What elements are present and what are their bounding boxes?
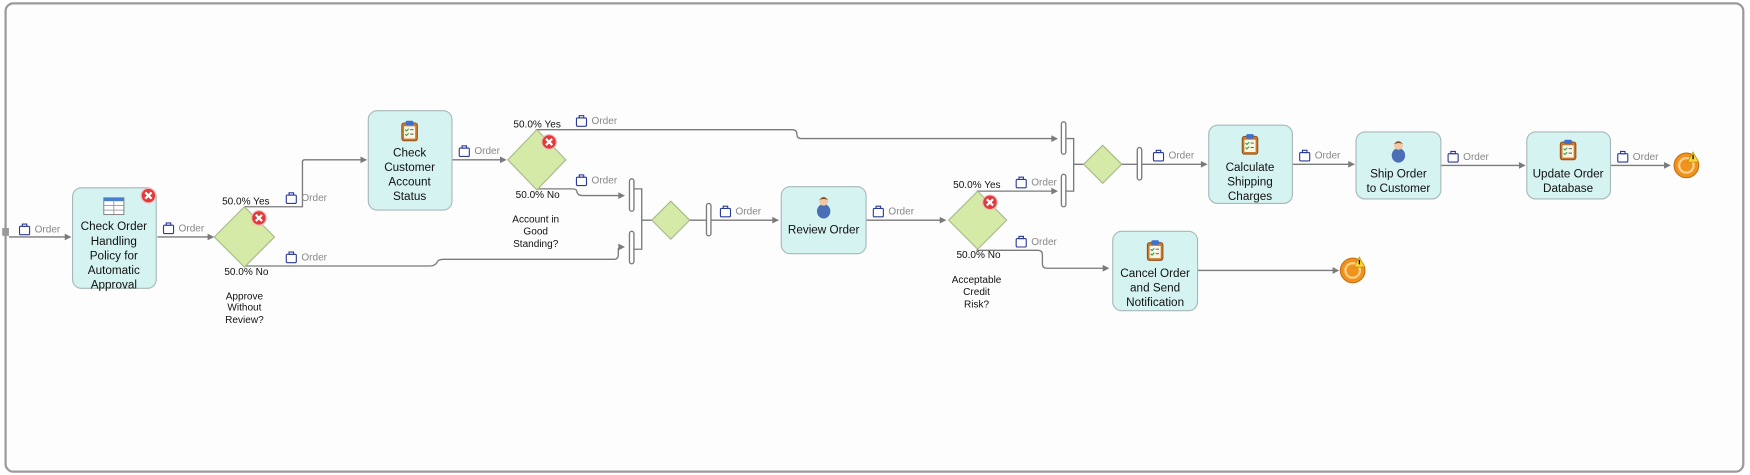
decision-question: Acceptable <box>952 275 1002 286</box>
error-badge-icon[interactable] <box>540 133 558 151</box>
data-object-label: Order <box>35 224 61 235</box>
task-label: Calculate <box>1226 161 1275 174</box>
task-label: Cancel Order <box>1120 267 1190 280</box>
data-object[interactable]: Order <box>575 174 618 186</box>
flow-g1-yes[interactable] <box>244 159 363 208</box>
data-object-label: Order <box>301 252 327 263</box>
no-probability-label: 50.0% No <box>956 250 1001 261</box>
task-check-order-policy[interactable]: Check Order Handling Policy for Automati… <box>71 187 157 292</box>
sequence-flows <box>8 128 1671 274</box>
decision-acceptable-credit-risk[interactable]: 50.0% Yes 50.0% No Acceptable Credit Ris… <box>947 180 1008 311</box>
data-object-label: Order <box>1169 151 1195 162</box>
data-object-label: Order <box>592 175 618 186</box>
data-object-label: Order <box>1031 237 1057 248</box>
data-object[interactable]: Order <box>719 205 762 218</box>
task-update-order-database[interactable]: Update Order Database <box>1526 131 1612 200</box>
task-label: Check Order <box>81 220 147 233</box>
yes-probability-label: 50.0% Yes <box>953 180 1000 191</box>
table-icon <box>103 197 125 216</box>
task-label: to Customer <box>1367 182 1431 195</box>
decision-question: Account in <box>512 214 559 225</box>
decision-question: Risk? <box>964 299 990 310</box>
task-review-order[interactable]: Review Order <box>780 186 867 255</box>
error-badge-icon[interactable] <box>981 193 999 211</box>
clipboard-checklist-icon <box>1241 133 1259 155</box>
decision-question: Credit <box>963 287 990 298</box>
decision-approve-without-review[interactable]: 50.0% Yes 50.0% No Approve Without Revie… <box>213 197 276 326</box>
clipboard-checklist-icon <box>401 120 418 142</box>
clipboard-checklist-icon <box>1559 139 1577 161</box>
data-object[interactable]: Order <box>1015 176 1058 189</box>
data-object-label: Order <box>1633 152 1659 163</box>
flow-g1-no[interactable] <box>244 248 619 267</box>
task-label: Policy for <box>90 249 138 262</box>
data-object-label: Order <box>301 193 327 204</box>
task-calculate-shipping[interactable]: Calculate Shipping Charges <box>1208 124 1293 204</box>
data-object[interactable]: Order <box>575 115 618 127</box>
data-object[interactable]: Order <box>285 251 328 263</box>
decision-question: Review? <box>225 315 264 326</box>
task-ship-order[interactable]: Ship Order to Customer <box>1355 131 1442 200</box>
task-label: Database <box>1543 182 1593 195</box>
data-object-label: Order <box>1315 151 1341 162</box>
data-object-label: Order <box>592 116 618 127</box>
merge-review-path[interactable] <box>628 178 712 265</box>
clipboard-checklist-icon <box>1146 239 1164 261</box>
data-object[interactable]: Order <box>1617 150 1659 163</box>
task-label: Approval <box>91 278 137 291</box>
flow-g3-no[interactable] <box>976 249 1105 269</box>
task-label: Account <box>388 176 431 189</box>
yes-probability-label: 50.0% Yes <box>222 197 269 208</box>
data-object[interactable]: Order <box>18 223 61 235</box>
data-object[interactable]: Order <box>1152 149 1195 162</box>
task-cancel-order[interactable]: Cancel Order and Send Notification <box>1112 230 1199 312</box>
error-badge-icon[interactable] <box>140 187 157 204</box>
task-label: Handling <box>91 235 137 248</box>
data-object-label: Order <box>1031 178 1057 189</box>
task-label: Notification <box>1126 296 1184 309</box>
task-label: Shipping <box>1227 176 1273 189</box>
data-associations: Order Order Order Order Order Order Orde… <box>18 115 1659 263</box>
decision-question: Standing? <box>513 239 559 250</box>
task-label: Update Order <box>1533 168 1604 181</box>
data-object[interactable]: Order <box>162 222 205 234</box>
task-label: Status <box>393 190 426 203</box>
data-object[interactable]: Order <box>872 205 915 218</box>
data-object-label: Order <box>888 207 914 218</box>
task-label: Automatic <box>88 264 140 277</box>
data-object-label: Order <box>179 223 205 234</box>
task-label: Ship Order <box>1370 168 1427 181</box>
start-marker[interactable] <box>2 228 9 236</box>
no-probability-label: 50.0% No <box>224 267 269 278</box>
task-label: and Send <box>1130 282 1180 295</box>
flow-g2-yes[interactable] <box>535 128 1054 140</box>
flow-g2-no[interactable] <box>535 188 621 197</box>
task-label: Charges <box>1228 190 1272 203</box>
task-label: Check <box>393 146 426 159</box>
data-object-label: Order <box>735 207 761 218</box>
yes-probability-label: 50.0% Yes <box>513 119 560 130</box>
data-object-label: Order <box>474 146 500 157</box>
merge-approved-path[interactable] <box>1060 121 1143 208</box>
decision-question: Without <box>227 303 261 314</box>
data-object[interactable]: Order <box>458 145 501 157</box>
data-object[interactable]: Order <box>1447 150 1489 163</box>
data-object-label: Order <box>1463 152 1489 163</box>
decision-question: Good <box>523 227 548 238</box>
data-object[interactable]: Order <box>1299 149 1341 162</box>
error-badge-icon[interactable] <box>250 209 268 227</box>
decision-question: Approve <box>226 292 264 303</box>
no-probability-label: 50.0% No <box>516 190 561 201</box>
task-label: Review Order <box>788 224 860 237</box>
data-object[interactable]: Order <box>285 192 328 204</box>
task-label: Customer <box>384 161 435 174</box>
task-check-customer-account[interactable]: Check Customer Account Status <box>367 110 453 211</box>
decision-account-good-standing[interactable]: 50.0% Yes 50.0% No Account in Good Stand… <box>507 119 567 250</box>
data-object[interactable]: Order <box>1015 235 1058 248</box>
